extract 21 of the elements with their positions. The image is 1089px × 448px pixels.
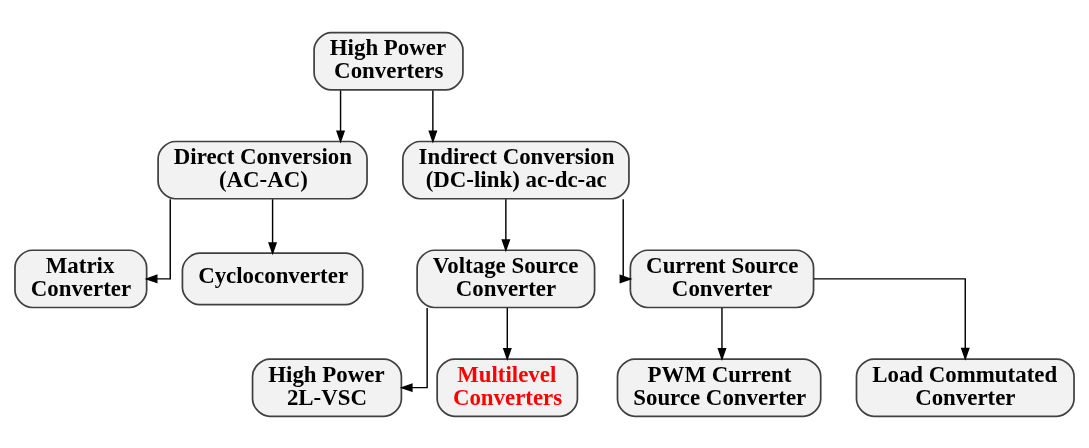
node-box: High Power Converters xyxy=(313,31,464,91)
node-box: Cycloconverter xyxy=(181,251,364,305)
arrow xyxy=(501,198,511,252)
arrow xyxy=(268,198,278,255)
arrow xyxy=(399,306,428,392)
node-box: High Power 2L-VSC xyxy=(251,357,403,417)
node-box: Direct Conversion (AC-AC) xyxy=(157,140,368,200)
arrow xyxy=(428,89,438,143)
arrow xyxy=(813,277,970,361)
node-box: Multilevel Converters xyxy=(436,357,579,417)
node-box: Load Commutated Converter xyxy=(855,357,1075,417)
arrow xyxy=(619,198,633,283)
node-box: Indirect Conversion (DC-link) ac-dc-ac xyxy=(401,140,630,200)
arrow xyxy=(144,198,171,283)
arrow xyxy=(717,306,727,361)
node-box: Matrix Converter xyxy=(14,248,148,308)
arrow xyxy=(336,89,346,143)
node-box: Voltage Source Converter xyxy=(416,248,596,308)
arrow xyxy=(502,306,512,361)
node-box: PWM Current Source Converter xyxy=(616,357,822,417)
node-box: Current Source Converter xyxy=(629,248,815,308)
